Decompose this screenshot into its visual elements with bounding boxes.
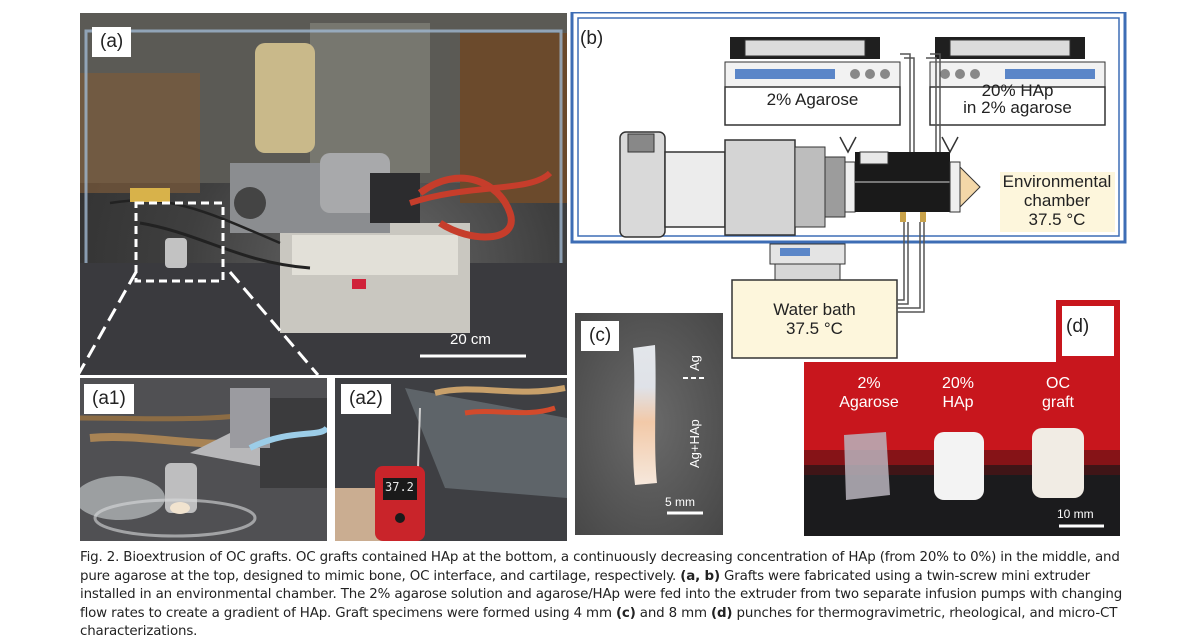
col2-label-1: 20%: [941, 375, 975, 392]
caption-part-1: Fig. 2. Bioextrusion of OC grafts. OC gr…: [80, 550, 1120, 584]
pump-left-icon: [724, 37, 901, 126]
caption-part-3: and 8 mm: [635, 605, 712, 621]
panel-label-a2: (a2): [341, 384, 391, 414]
col2-label-2: HAp: [942, 394, 974, 411]
schematic-diagram: [570, 12, 1127, 359]
graft-specimen-c: [633, 345, 705, 515]
label-ag-hap: Ag+HAp: [687, 419, 702, 468]
panel-label-a1: (a1): [84, 384, 134, 414]
col1-label-1: 2%: [857, 375, 881, 392]
col1-label-2: Agarose: [839, 394, 899, 411]
photo-panel-c: (c) Ag Ag+HAp 5 mm: [575, 313, 723, 535]
caption-bold-ab: (a, b): [680, 568, 720, 584]
photo-panel-a1: (a1): [80, 378, 327, 541]
photo-panel-d: (d) 2% Agarose 20% HAp OC graft 10 mm: [804, 300, 1120, 536]
photo-panel-a: (a) 20 cm: [80, 13, 567, 375]
chamber-frame: [570, 12, 1127, 244]
chamber-label-3: 37.5 °C: [1028, 210, 1086, 229]
graft-specimens-d: [804, 300, 1120, 536]
col3-label-2: graft: [1041, 394, 1074, 411]
caption-part-2: Grafts were fabricated using a twin-scre…: [80, 568, 1123, 621]
panel-label-c: (c): [581, 321, 620, 351]
col3-label-1: OC: [1046, 375, 1070, 392]
scale-label-a: 20 cm: [450, 331, 491, 348]
water-bath-icon: [731, 243, 898, 359]
caption-bold-c: (c): [615, 605, 636, 621]
extruder-icon: [619, 131, 981, 238]
water-bath-label-2: 37.5 °C: [786, 319, 843, 338]
photo-panel-a2: (a2) 37.2: [335, 378, 567, 541]
water-bath-label-1: Water bath: [773, 300, 856, 319]
panel-label-d: (d): [1066, 316, 1090, 337]
meter-reading: 37.2: [385, 480, 414, 494]
pump-right-label-1: 20% HAp: [981, 81, 1054, 100]
caption-bold-d: (d): [711, 605, 733, 621]
caption-part-4: punches for thermogravimetric, rheologic…: [80, 605, 1118, 640]
figure-caption: Fig. 2. Bioextrusion of OC grafts. OC gr…: [80, 549, 1130, 642]
label-ag: Ag: [687, 355, 702, 371]
pump-left-label: 2% Agarose: [766, 90, 859, 109]
pump-right-icon: [929, 37, 1106, 126]
extruder-scene: [80, 13, 567, 375]
panel-label-b: (b): [580, 28, 604, 49]
zoom-lines: [76, 271, 320, 376]
scale-label-c: 5 mm: [665, 495, 695, 509]
chamber-label-2: chamber: [1023, 191, 1091, 210]
chamber-label-1: Environmental: [1002, 172, 1112, 191]
pump-right-label-2: in 2% agarose: [963, 98, 1072, 117]
scale-label-d: 10 mm: [1057, 507, 1094, 521]
panel-label-a: (a): [92, 27, 132, 57]
